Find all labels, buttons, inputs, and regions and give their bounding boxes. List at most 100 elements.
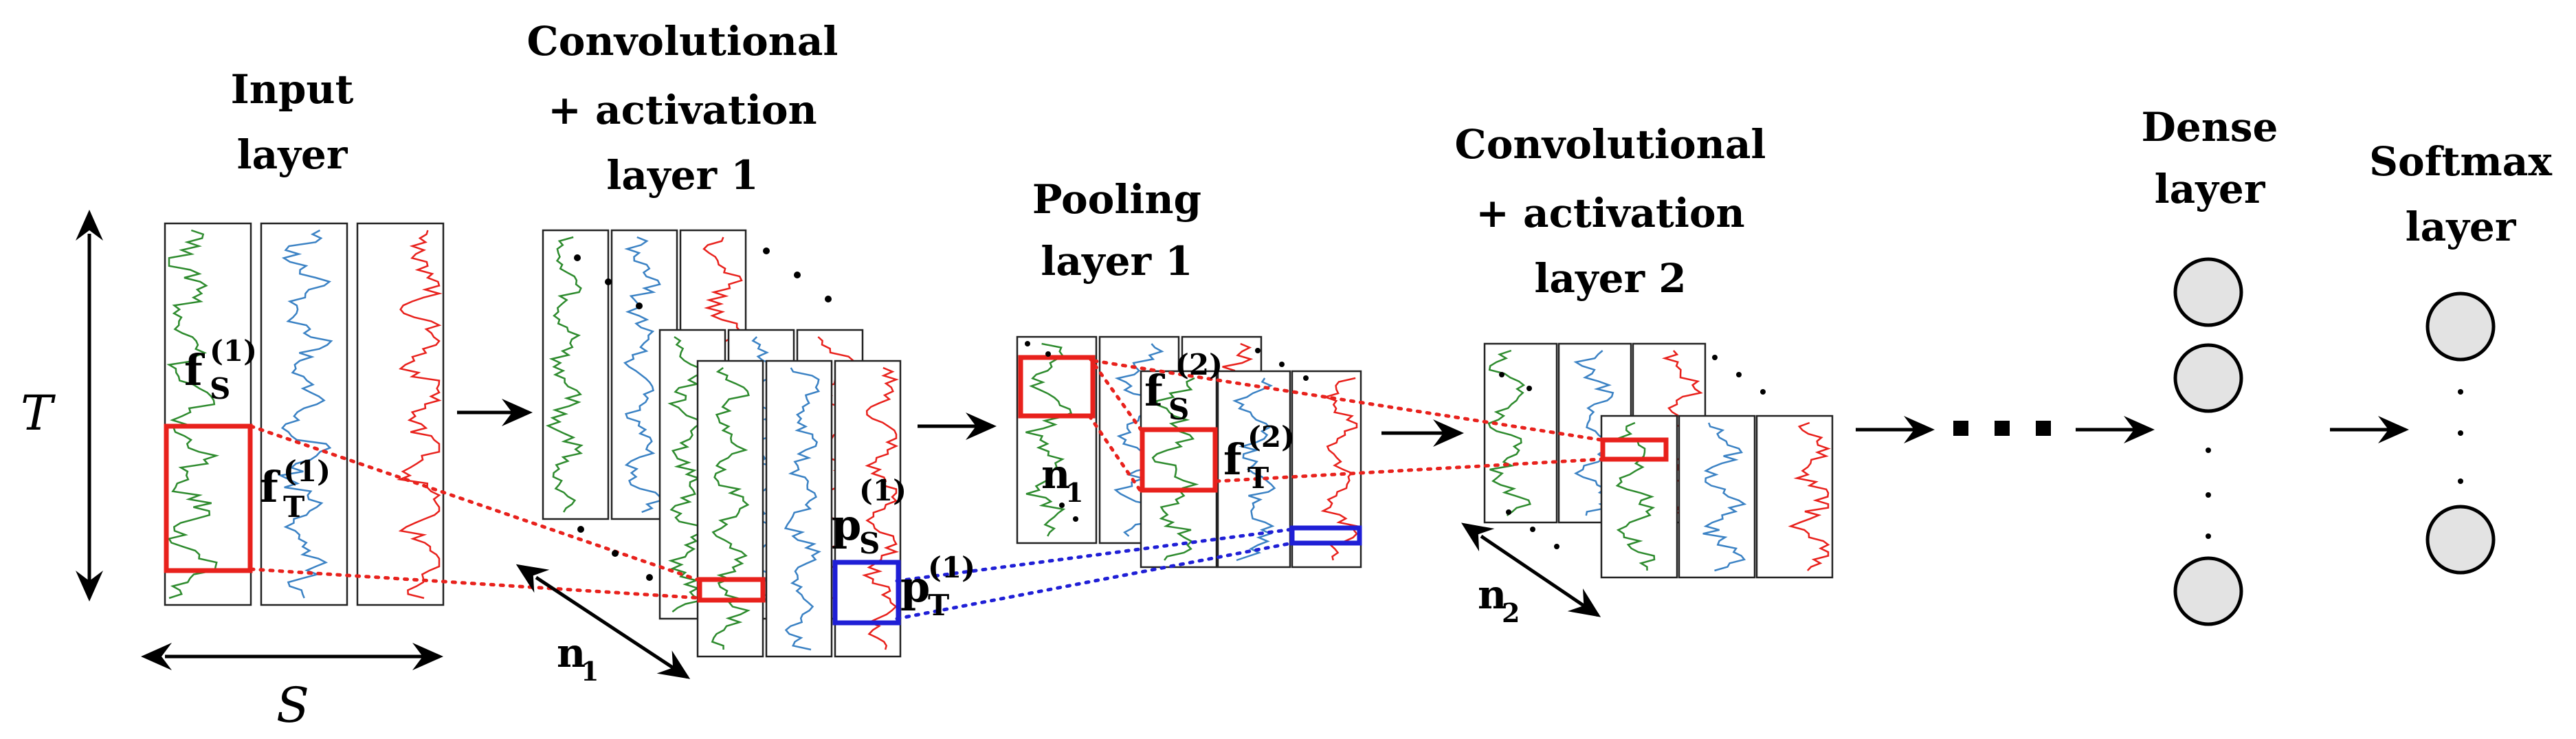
conv1-title: Convolutional + activation layer 1 xyxy=(527,18,839,199)
connection-pool1-to-conv2-bottom xyxy=(1214,457,1603,483)
label-fs1-sup: (1) xyxy=(210,334,257,368)
label-ft2-base: f xyxy=(1223,434,1244,485)
pool1-title: Pooling layer 1 xyxy=(1032,176,1201,285)
label-n1b-base: n xyxy=(1041,451,1070,498)
axis-s-label: S xyxy=(276,677,309,734)
input-layer-title-line1: Input xyxy=(231,66,354,113)
conv2-title-line1: Convolutional xyxy=(1455,121,1766,168)
label-n1-pool1: n 1 xyxy=(1041,451,1083,508)
filter-box-conv1 xyxy=(697,577,766,603)
softmax-title-line2: layer xyxy=(2406,203,2517,250)
label-n2-sub: 2 xyxy=(1502,597,1520,628)
label-ps1: p S (1) xyxy=(832,474,907,560)
label-ps1-base: p xyxy=(832,500,861,550)
conv2-title: Convolutional + activation layer 2 xyxy=(1455,121,1766,302)
input-signal-blue xyxy=(278,229,333,599)
dense-title-line2: layer xyxy=(2155,166,2266,212)
input-layer xyxy=(164,222,445,606)
pool1-front-panel-red xyxy=(1291,370,1362,569)
pool1-title-line1: Pooling xyxy=(1032,176,1201,223)
label-fs2-sub: S xyxy=(1168,393,1189,426)
softmax-layer-neurons xyxy=(2425,291,2496,575)
filter-boxes xyxy=(164,355,1669,626)
conv2-front-signal-green xyxy=(1615,421,1656,571)
conv2-front-signal-red xyxy=(1788,421,1831,571)
label-fs2: f S (2) xyxy=(1144,348,1223,426)
conv1-front-signal-blue xyxy=(784,367,821,651)
connection-pool1-inner-2 xyxy=(1087,414,1143,494)
pool1-front-signal-green xyxy=(1151,377,1199,561)
conv2-front-signal-blue xyxy=(1702,422,1747,572)
label-ps1-sub: S xyxy=(859,527,880,560)
pool1-back-signal-green xyxy=(1025,342,1072,537)
input-signal-green xyxy=(166,229,220,599)
conv1-front-panel-green xyxy=(696,360,764,658)
label-fs1-base: f xyxy=(184,345,205,395)
softmax-neuron xyxy=(2425,291,2496,362)
label-ps1-sup: (1) xyxy=(859,474,907,507)
filter-box-pool1-front xyxy=(1140,427,1218,493)
label-n1-base: n xyxy=(557,630,586,676)
conv1-back-signal-green xyxy=(546,236,584,513)
conv1-title-line1: Convolutional xyxy=(527,18,839,65)
softmax-neuron xyxy=(2425,505,2496,575)
conv1-title-line2: + activation xyxy=(548,87,817,133)
conv1-front-panel-blue xyxy=(765,360,833,658)
label-fs1: f S (1) xyxy=(184,334,257,406)
conv2-back-panel-green xyxy=(1483,342,1558,524)
pool-box-conv1 xyxy=(832,560,901,626)
dense-title-line1: Dense xyxy=(2142,104,2278,151)
dense-layer-neurons xyxy=(2173,257,2243,626)
pool1-front-maps xyxy=(1140,370,1362,569)
input-panel-green xyxy=(164,222,252,606)
conv1-front-signal-green xyxy=(711,366,751,650)
softmax-title: Softmax layer xyxy=(2369,138,2552,250)
conv2-title-line3: layer 2 xyxy=(1534,255,1686,302)
label-fs1-sub: S xyxy=(210,372,230,406)
label-n1-conv1: n 1 xyxy=(557,630,599,687)
label-pt1-sub: T xyxy=(928,588,949,622)
pool1-back-panel-green xyxy=(1016,335,1098,544)
label-pt1-base: p xyxy=(900,562,930,612)
flow-arrows xyxy=(457,399,2409,679)
connection-conv1-to-pool1-bottom xyxy=(895,541,1294,621)
axis-t-label: T xyxy=(21,385,56,441)
connection-pool1-to-conv2-top xyxy=(1092,359,1603,442)
conv1-front-maps xyxy=(696,360,902,658)
conv2-back-signal-green xyxy=(1487,349,1531,517)
label-pt1-sup: (1) xyxy=(928,551,975,584)
dense-neuron xyxy=(2173,343,2243,413)
double-arrow-depth-conv1-icon xyxy=(515,564,691,679)
label-n2-conv2: n 2 xyxy=(1478,571,1520,628)
ellipsis-dots-icon xyxy=(574,247,2463,581)
label-n1b-sub: 1 xyxy=(1065,477,1083,508)
input-layer-title-line2: layer xyxy=(237,131,348,178)
pool1-title-line2: layer 1 xyxy=(1041,238,1192,285)
label-ft1: f T (1) xyxy=(260,454,331,524)
filter-box-conv2 xyxy=(1600,437,1669,462)
label-fs2-base: f xyxy=(1144,366,1165,416)
pool1-front-signal-blue xyxy=(1232,377,1276,562)
label-fs2-sup: (2) xyxy=(1175,348,1223,382)
pool-box-pool1 xyxy=(1289,525,1362,546)
label-pt1: p T (1) xyxy=(900,551,975,622)
label-ft2-sub: T xyxy=(1247,461,1269,495)
label-n2-base: n xyxy=(1478,571,1507,618)
connection-input-to-conv1-top xyxy=(249,424,703,583)
label-ft2-sup: (2) xyxy=(1247,420,1295,454)
dense-title: Dense layer xyxy=(2142,104,2278,212)
conv1-front-signal-red xyxy=(861,366,900,650)
dense-neuron xyxy=(2173,257,2243,327)
input-panel-red xyxy=(356,222,445,606)
conv2-title-line2: + activation xyxy=(1476,190,1744,236)
softmax-title-line1: Softmax xyxy=(2369,138,2552,185)
conv2-front-panel-blue xyxy=(1678,415,1756,579)
filter-box-pool1-back xyxy=(1018,355,1096,419)
double-arrow-depth-conv2-icon xyxy=(1461,522,1601,617)
conv1-back-signal-blue xyxy=(623,236,663,514)
label-ft1-base: f xyxy=(260,462,280,512)
label-ft2: f T (2) xyxy=(1223,420,1295,495)
input-layer-title: Input layer xyxy=(231,66,354,178)
conv1-title-line3: layer 1 xyxy=(606,152,758,199)
